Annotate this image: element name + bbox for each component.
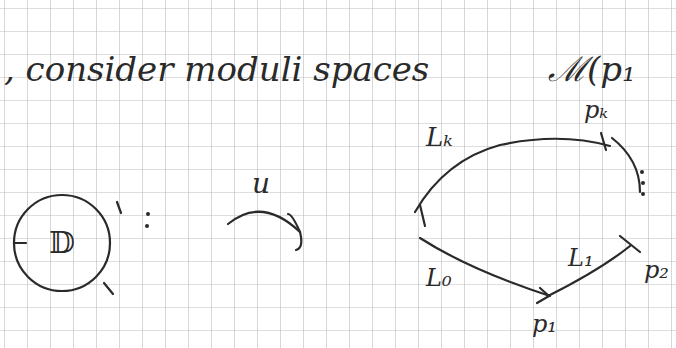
arrow-head — [288, 214, 301, 250]
boundary-tick — [620, 236, 640, 252]
boundary-arc — [548, 246, 630, 296]
boundary-tick — [117, 202, 121, 213]
map-label: u — [252, 170, 270, 198]
lagrangian-label: L₁ — [568, 246, 594, 270]
boundary-tick — [14, 242, 26, 244]
point-label: pₖ — [584, 98, 608, 122]
point-label: p₂ — [644, 258, 669, 282]
boundary-tick — [104, 283, 113, 294]
boundary-arc — [612, 138, 640, 192]
dot — [640, 170, 644, 174]
dot — [641, 192, 645, 196]
boundary-tick — [601, 133, 606, 150]
note-text: , consider moduli spaces — [4, 52, 429, 86]
lagrangian-label: L₀ — [426, 266, 452, 290]
lagrangian-label: Lₖ — [426, 124, 453, 150]
point-label: p₁ — [532, 312, 557, 336]
dot — [146, 212, 150, 216]
disk-label: 𝔻 — [49, 228, 75, 258]
boundary-arc — [420, 238, 550, 296]
disk-outline — [14, 195, 110, 291]
disk-node: 𝔻 — [22, 203, 102, 283]
moduli-symbol: ℳ(p₁ — [548, 52, 636, 86]
boundary-tick — [420, 205, 425, 226]
dot — [641, 181, 645, 185]
dot — [145, 224, 149, 228]
